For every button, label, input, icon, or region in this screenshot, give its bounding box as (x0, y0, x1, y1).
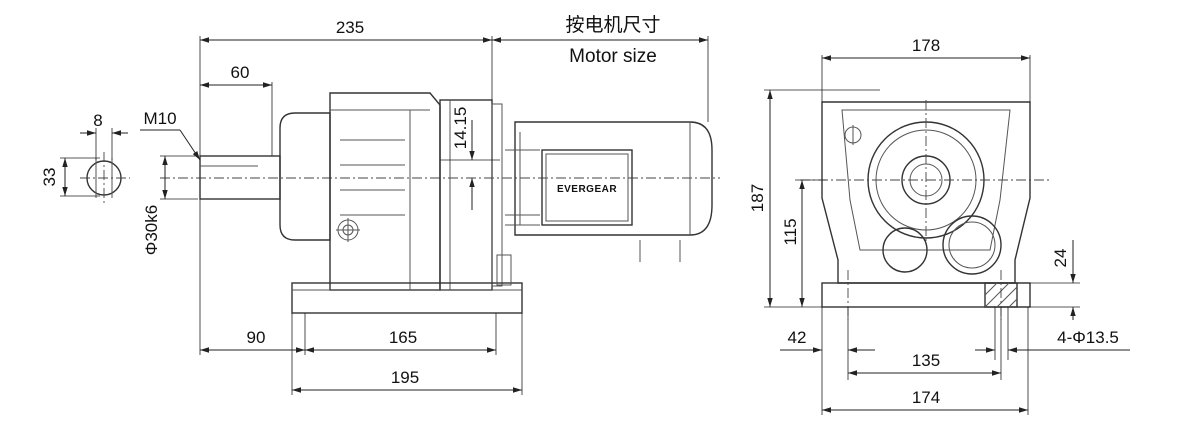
hole-spacing-label: 135 (912, 351, 940, 370)
mounting-holes-label: 4-Φ13.5 (1057, 328, 1119, 347)
motor-size-cn-label: 按电机尺寸 (565, 14, 660, 36)
thread-label: M10 (143, 109, 176, 128)
shaft-length-label: 60 (231, 63, 250, 82)
base-width-label: 174 (912, 388, 940, 407)
foot-spacing-label: 165 (389, 328, 417, 347)
shaft-end-view (60, 128, 130, 205)
center-offset-label: 14.15 (451, 107, 470, 150)
front-view (140, 36, 720, 395)
side-width-label: 178 (912, 36, 940, 55)
foot-thickness-label: 24 (1051, 249, 1070, 268)
motor-size-en-label: Motor size (569, 46, 657, 67)
brand-logo: EVERGEAR (557, 184, 617, 195)
overall-length-label: 235 (336, 18, 364, 37)
foot-inset-label: 42 (788, 328, 807, 347)
total-height-label: 187 (748, 184, 767, 212)
shaft-to-foot-label: 90 (247, 328, 266, 347)
shaft-center-height-label: 115 (781, 218, 800, 245)
shaft-height-label: 33 (40, 168, 59, 187)
key-width-label: 8 (93, 111, 102, 130)
shaft-diameter-label: Φ30k6 (142, 205, 161, 255)
side-view (764, 55, 1130, 415)
foot-length-label: 195 (391, 368, 419, 387)
